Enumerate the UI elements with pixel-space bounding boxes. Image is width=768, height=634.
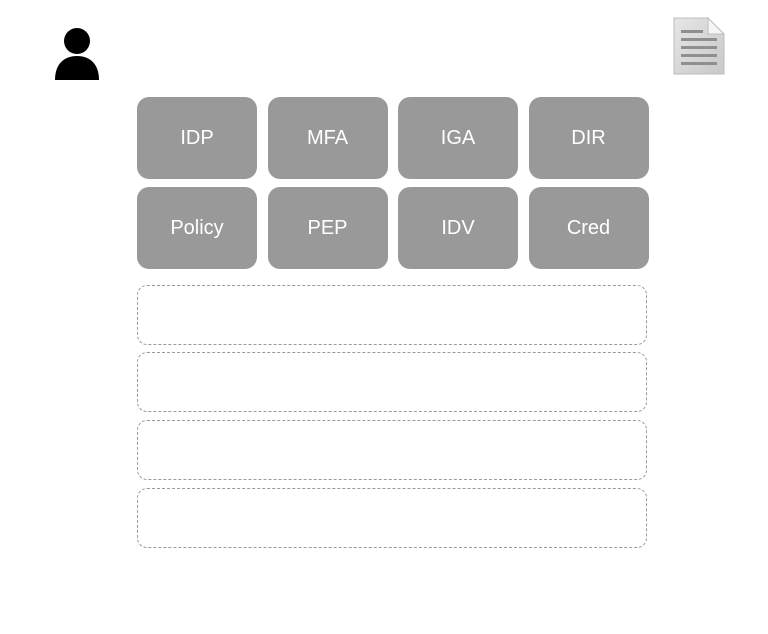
drop-slot[interactable] [137, 488, 647, 548]
tile-dir[interactable]: DIR [528, 97, 649, 179]
tile-mfa[interactable]: MFA [267, 97, 388, 179]
drop-slot[interactable] [137, 285, 647, 345]
user-icon [54, 26, 100, 80]
tile-pep[interactable]: PEP [267, 187, 388, 269]
tile-policy[interactable]: Policy [137, 187, 257, 269]
tile-cred[interactable]: Cred [528, 187, 649, 269]
tile-idv[interactable]: IDV [398, 187, 518, 269]
tile-idp[interactable]: IDP [137, 97, 257, 179]
document-icon [672, 16, 726, 76]
tile-iga[interactable]: IGA [398, 97, 518, 179]
drop-slot[interactable] [137, 352, 647, 412]
drop-slot[interactable] [137, 420, 647, 480]
component-grid: IDP MFA IGA DIR Policy PEP IDV Cred [137, 97, 649, 269]
